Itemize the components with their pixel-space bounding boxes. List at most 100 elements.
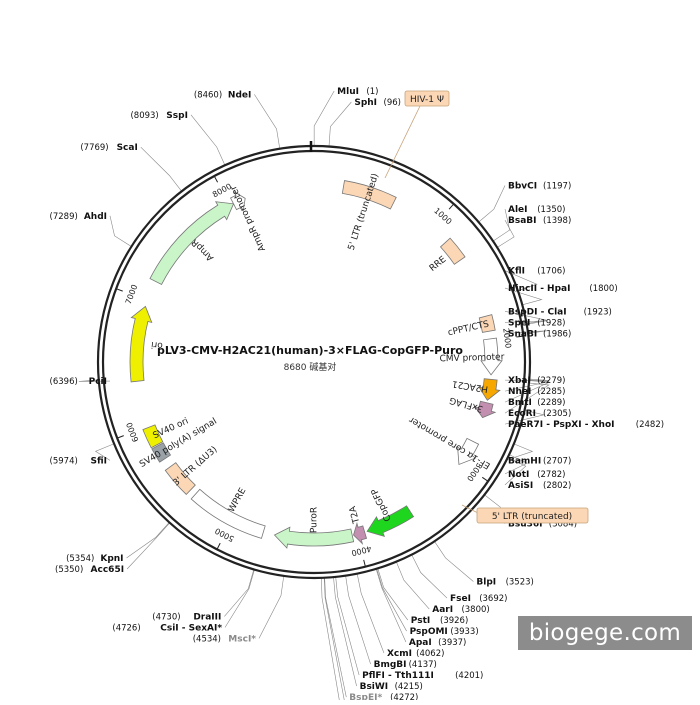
feature-sv40pa [151,442,172,463]
site-name: BlpI [476,577,496,587]
callout-hiv-psi: HIV-1 Ψ [384,90,450,179]
site-position: (1) [366,87,378,97]
site-name: AsiSI [508,481,533,491]
site-name: AhdI [84,212,107,222]
site-leader-line [356,573,385,654]
callout-ltr5-box [476,507,589,524]
scale-tick-1000 [448,203,455,210]
feature-ampr-prom [230,190,246,213]
site-leader-line [376,568,407,632]
site-position: (3523) [506,577,534,587]
site-nhei: NheI(2285) [508,387,565,397]
site-position: (2279) [537,376,565,386]
feature-cmv [480,337,503,376]
feature-label-ampr: AmpR [190,237,216,263]
site-sfii: SfiI(5974) [50,456,107,466]
site-bmti: BmtI(2289) [508,398,565,408]
site-leader-line [492,209,510,242]
site-asisi: AsiSI(2802) [508,481,571,491]
feature-ef1a [457,437,480,466]
site-position: (1706) [537,267,565,277]
callout-hiv-psi-label: HIV-1 Ψ [410,95,444,105]
feature-flag [473,400,497,419]
site-bmgbi: BmgBI(4137) [374,660,437,670]
plasmid-size: 8680 碱基对 [284,361,337,373]
scale-tick-label: 6000 [125,421,141,443]
site-position: (3800) [461,605,489,615]
site-xbai: XbaI(2279) [508,376,565,386]
site-leader-line [375,568,407,643]
site-name: SpeI [508,318,530,328]
site-name: PaeR7I - PspXI - XhoI [508,420,614,430]
feature-label-cppt: cPPT/CTS [447,319,490,338]
plasmid-title: pLV3-CMV-H2AC21(human)-3×FLAG-CopGFP-Pur… [157,344,463,357]
site-leader-line [504,320,547,325]
site-leader-line [323,577,346,705]
site-leader-lines [78,90,551,705]
site-leader-line [504,410,545,425]
site-sphi: SphI(96) [354,98,401,108]
site-leader-line [254,94,281,149]
site-position: (2289) [537,398,565,408]
watermark: biogege.com [518,616,692,650]
scale-tick-2000 [516,335,524,338]
site-paer7i-pspxi-xhoi: PaeR7I - PspXI - XhoI(2482) [508,420,664,430]
scale-tick-label: 5000 [213,526,235,543]
site-pcii: PciI (6396) [50,377,107,387]
site-ndei: NdeI(8460) [194,90,251,100]
callout-ltr5: 5' LTR (truncated) [461,504,589,524]
site-name: BsiWI [360,682,389,692]
site-name: PspOMI [410,627,448,637]
site-leader-line [321,577,341,705]
backbone-ring [96,141,532,580]
site-xcmi: XcmI(4062) [387,649,444,659]
site-leader-line [504,378,550,381]
feature-label-flag: 3xFLAG [448,394,484,413]
site-leader-line [94,443,115,461]
site-name: PstI [411,616,430,626]
site-position: (5350) [55,565,83,575]
site-leader-line [258,575,285,639]
site-leader-line [224,569,255,628]
site-bspdi-clai: BspDI - ClaI(1923) [508,307,612,317]
site-position: (2305) [543,409,571,419]
site-leader-line [496,219,515,248]
site-position: (4272) [390,693,418,700]
feature-label-ef1a: EF-1α core promoter [407,414,492,470]
site-ahdi: AhdI(7289) [50,212,107,222]
site-name: AarI [432,605,453,615]
site-bbvci: BbvCI(1197) [508,181,571,191]
site-csii-sexai: CsiI - SexAI*(4726) [112,623,222,633]
site-bsiwi: BsiWI (4215) [360,682,423,692]
site-psti: PstI(3926) [411,616,468,626]
callout-hiv-psi-box [404,90,450,107]
site-leader-line [140,146,182,192]
site-name: AleI [508,205,528,215]
site-position: (4201) [455,671,483,681]
site-leader-line [504,379,550,392]
site-kfli: KflI(1706) [508,267,565,277]
site-kpni: KpnI(5354) [66,554,123,564]
site-leader-line [328,101,352,147]
site-name: BbvCI [508,181,537,191]
site-position: (5354) [66,554,94,564]
feature-rre [439,237,466,265]
scale-tick-5000 [216,542,221,550]
callout-hiv-psi-leader [384,103,422,179]
site-name: BspDI - ClaI [508,307,567,317]
site-apai: ApaI(3937) [409,638,466,648]
site-leader-line [126,522,171,570]
site-name: SphI [354,98,377,108]
site-position: (4534) [193,634,221,644]
site-position: (4215) [395,682,423,692]
callout-ltr5-label: 5' LTR (truncated) [492,512,572,522]
site-name: Bsu36I [508,520,543,530]
site-name: PciI [89,377,107,387]
backbone-inner-circle [101,149,527,575]
site-leader-line [313,90,335,147]
site-position: (2782) [537,470,565,480]
site-position: (6396) [50,377,78,387]
site-leader-line [224,569,255,617]
